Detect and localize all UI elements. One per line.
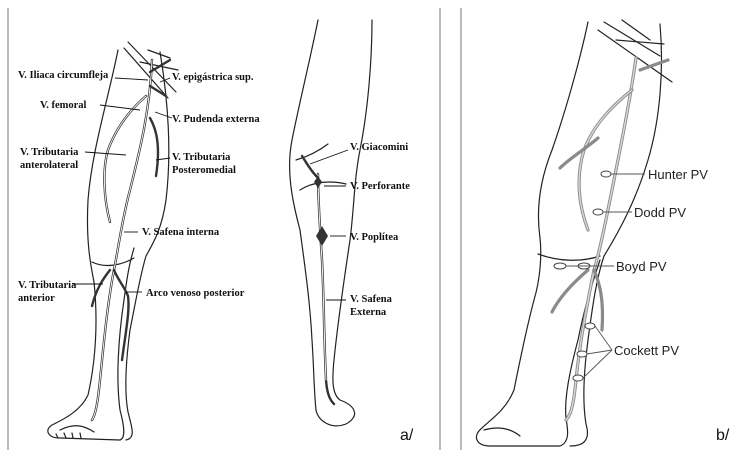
label-trib-ant-1: V. Tributaria (18, 280, 77, 291)
label-hunter-pv: Hunter PV (648, 167, 708, 182)
panel-b-tag: b/ (716, 427, 730, 444)
veins-b (552, 58, 668, 420)
panel-a-tag: a/ (400, 427, 414, 444)
cockett-pv-mark-2 (577, 351, 587, 357)
label-trib-postmed-1: V. Tributaria (172, 152, 231, 163)
label-trib-ant-2: anterior (18, 293, 55, 304)
cockett-pv-mark-3 (573, 375, 583, 381)
label-dodd-pv: Dodd PV (634, 205, 686, 220)
label-iliaca: V. Iliaca circumfleja (18, 70, 109, 81)
label-trib-antlat-2: anterolateral (20, 160, 78, 171)
label-trib-antlat-1: V. Tributaria (20, 147, 79, 158)
leader-lines-posterior (310, 150, 348, 300)
perforating-vein-mark (314, 176, 322, 188)
label-safena-ext-2: Externa (350, 307, 387, 318)
label-safena-interna: V. Safena interna (142, 227, 220, 238)
popliteal-vein-mark (316, 226, 328, 246)
label-arco: Arco venoso posterior (146, 288, 245, 299)
label-boyd-pv: Boyd PV (616, 259, 667, 274)
hunter-pv-mark (601, 171, 611, 177)
label-pudenda: V. Pudenda externa (172, 114, 260, 125)
dodd-pv-mark (593, 209, 603, 215)
label-perforante: V. Perforante (350, 181, 410, 192)
boyd-pv-mark-1 (554, 263, 566, 269)
label-safena-ext-1: V. Safena (350, 294, 393, 305)
label-cockett-pv: Cockett PV (614, 343, 679, 358)
leader-lines-anterior (72, 78, 172, 292)
leg-posterior-drawing (290, 20, 372, 426)
label-femoral: V. femoral (40, 100, 87, 111)
label-trib-postmed-2: Posteromedial (172, 165, 236, 176)
label-giacomini: V. Giacomini (350, 142, 408, 153)
cockett-pv-mark-1 (585, 323, 595, 329)
label-epigastrica: V. epigástrica sup. (172, 72, 254, 83)
label-poplitea: V. Poplítea (350, 232, 399, 243)
